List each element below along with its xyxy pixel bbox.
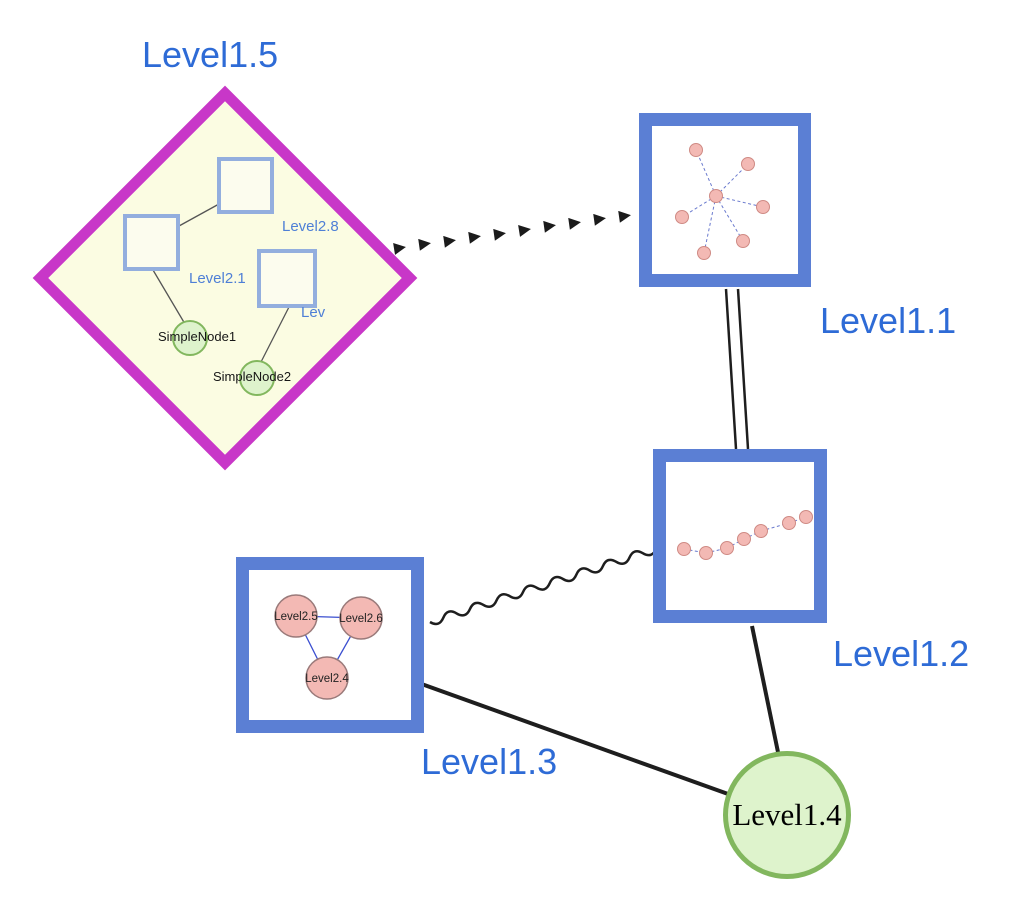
node-level2-8[interactable]: [217, 157, 274, 214]
edge-level13-to-level12-wavy: [429, 548, 658, 626]
label-level1-1: Level1.1: [820, 300, 957, 341]
label-level1-5: Level1.5: [142, 34, 279, 75]
edge-level11-to-level12-double-line: [724, 288, 750, 450]
edge-level15-to-level11-dashed-arrow: [393, 207, 656, 255]
node-level1-1[interactable]: [639, 113, 811, 287]
label-simplenode2: SimpleNode2: [213, 369, 292, 384]
node-simplenode1[interactable]: [172, 320, 208, 356]
node-simplenode2[interactable]: [239, 360, 275, 396]
label-level1-2: Level1.2: [833, 633, 970, 674]
label-level2-8: Level2.8: [282, 218, 339, 235]
node-level2-lev[interactable]: [257, 249, 317, 308]
edge-level12-to-level14: [750, 625, 781, 758]
label-simplenode1: SimpleNode1: [158, 329, 237, 344]
label-level2-1: Level2.1: [189, 270, 246, 287]
node-level1-2[interactable]: [653, 449, 827, 623]
node-level1-4[interactable]: Level1.4: [723, 751, 851, 879]
label-level2-lev: Lev: [301, 304, 326, 321]
label-level1-3: Level1.3: [421, 741, 558, 782]
node-level1-4-label: Level1.4: [732, 797, 842, 832]
node-level2-1[interactable]: [123, 214, 180, 271]
node-level1-3[interactable]: [236, 557, 424, 733]
